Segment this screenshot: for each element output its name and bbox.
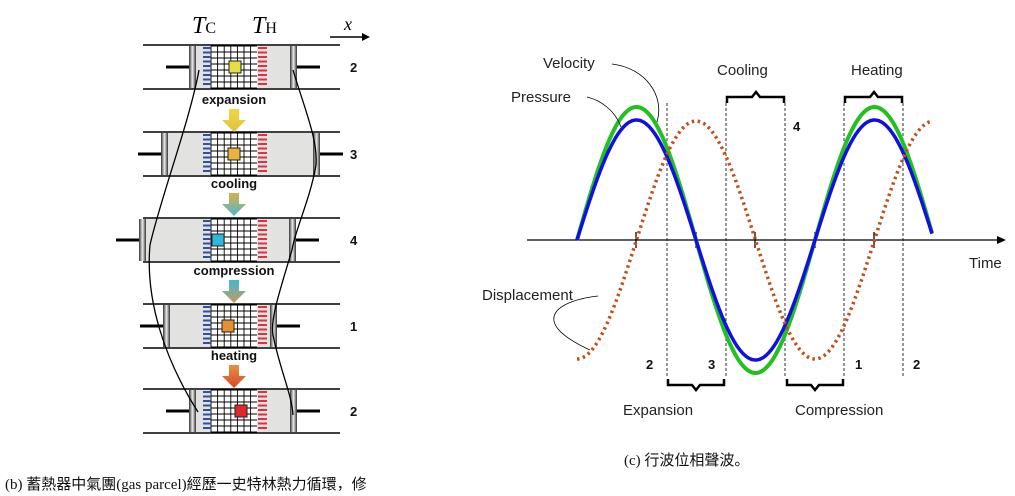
cooling-label: Cooling (717, 62, 768, 79)
parcel-trajectory-lines (148, 69, 317, 416)
braces (666, 89, 904, 393)
cylinder-row: 4 (116, 217, 358, 263)
state-label: 2 (913, 357, 920, 372)
down-arrow-icon (222, 193, 246, 216)
regenerator (211, 390, 257, 432)
expansion-label: Expansion (623, 402, 693, 419)
down-arrow-icon (222, 109, 246, 132)
process-label: cooling (211, 176, 257, 191)
velocity-label: Velocity (543, 55, 595, 72)
left-piston (139, 219, 146, 261)
right-piston (290, 46, 297, 88)
x-axis-label: x (343, 14, 352, 34)
pressure-curve (575, 118, 934, 362)
cylinder-row: 1 (140, 303, 357, 349)
state-number: 3 (350, 147, 357, 162)
gas-parcel (221, 319, 235, 333)
process-label: expansion (202, 92, 266, 107)
leader-lines (553, 63, 659, 351)
left-piston (161, 133, 168, 175)
gas-parcel (211, 233, 225, 247)
tc-label: TC (192, 13, 216, 39)
pressure-label: Pressure (511, 89, 571, 106)
state-number: 2 (350, 60, 357, 75)
state-number: 1 (350, 319, 357, 334)
phase-plot: Velocity Pressure Displacement Time Cool… (482, 55, 1006, 419)
cylinder-row: 2 (143, 388, 357, 434)
process-step: expansion (202, 92, 266, 132)
state-label: 4 (793, 119, 801, 134)
time-label: Time (969, 255, 1002, 272)
heating-label: Heating (851, 62, 903, 79)
process-step: heating (211, 348, 257, 388)
state-label: 2 (646, 357, 653, 372)
state-number: 2 (350, 404, 357, 419)
process-step: compression (194, 263, 275, 303)
displacement-label: Displacement (482, 287, 574, 304)
caption-b: (b) 蓄熱器中氣團(gas parcel)經歷一史特林熱力循環，修 (5, 477, 367, 493)
left-piston (163, 305, 170, 347)
down-arrow-icon (222, 280, 246, 303)
right-piston (270, 305, 277, 347)
caption-c: (c) 行波位相聲波。 (624, 453, 750, 469)
gas-parcel (227, 147, 241, 161)
state-label: 1 (855, 357, 862, 372)
state-label: 3 (708, 357, 715, 372)
right-piston (290, 390, 297, 432)
left-piston (189, 390, 196, 432)
gas-parcel (234, 404, 248, 418)
process-label: heating (211, 348, 257, 363)
regenerator-cycle-diagram: TC TH x 2 3 4 1 2 expansion cooling compression… (116, 13, 370, 434)
process-label: compression (194, 263, 275, 278)
down-arrow-icon (222, 365, 246, 388)
compression-label: Compression (795, 402, 883, 419)
velocity-curve (575, 105, 934, 375)
displacement-curve (577, 119, 933, 361)
time-axis-arrow (997, 236, 1006, 244)
state-number: 4 (350, 233, 358, 248)
right-piston (289, 219, 296, 261)
th-label: TH (252, 13, 277, 39)
x-arrow (330, 33, 370, 41)
gas-parcel (228, 60, 242, 74)
left-piston (189, 46, 196, 88)
cylinder-row: 3 (138, 131, 357, 177)
cylinder-row: 2 (143, 44, 357, 90)
process-step: cooling (211, 176, 257, 216)
